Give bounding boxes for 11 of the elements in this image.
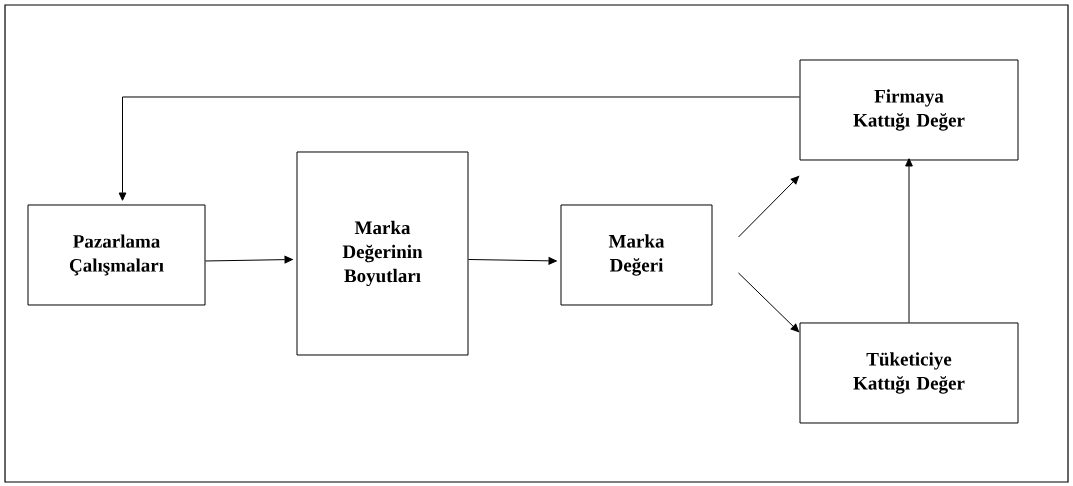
arrow	[205, 255, 293, 264]
process-box: Tüketiciye Kattığı Değer	[799, 322, 1019, 424]
arrow	[118, 96, 800, 201]
process-box: Pazarlama Çalışmaları	[27, 204, 206, 306]
arrow	[468, 257, 557, 265]
process-box: Marka Değerinin Boyutları	[296, 151, 469, 356]
arrow	[905, 158, 913, 323]
process-box: Marka Değeri	[560, 204, 713, 306]
arrow	[738, 272, 800, 333]
arrow	[738, 175, 800, 238]
process-box: Firmaya Kattığı Değer	[799, 59, 1019, 161]
